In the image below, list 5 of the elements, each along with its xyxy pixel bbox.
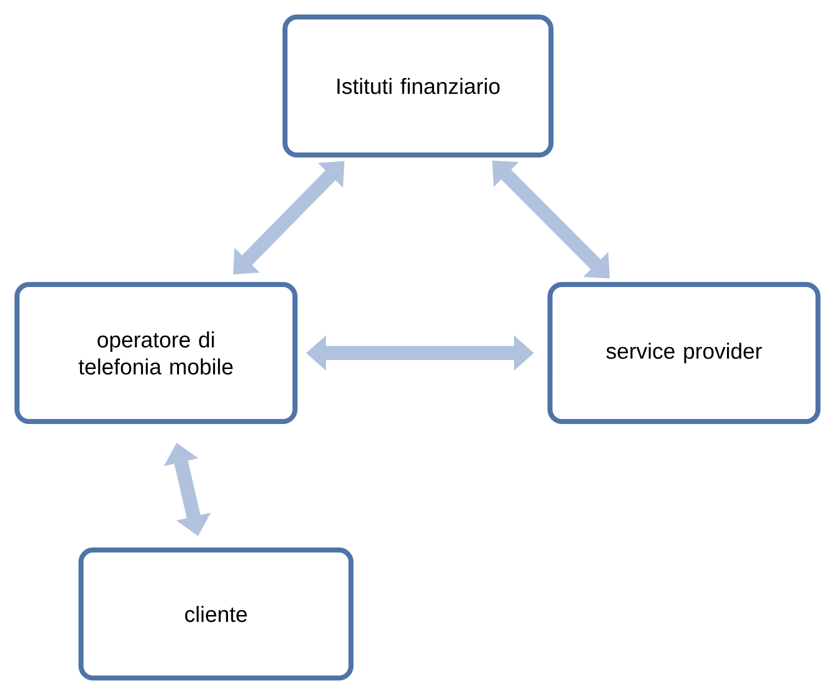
process-box: cliente (78, 548, 354, 680)
double-arrow (233, 161, 344, 274)
process-box: service provider (548, 282, 820, 424)
process-box: Istituti finanziario (282, 14, 554, 158)
process-box: operatore di telefonia mobile (14, 282, 298, 424)
